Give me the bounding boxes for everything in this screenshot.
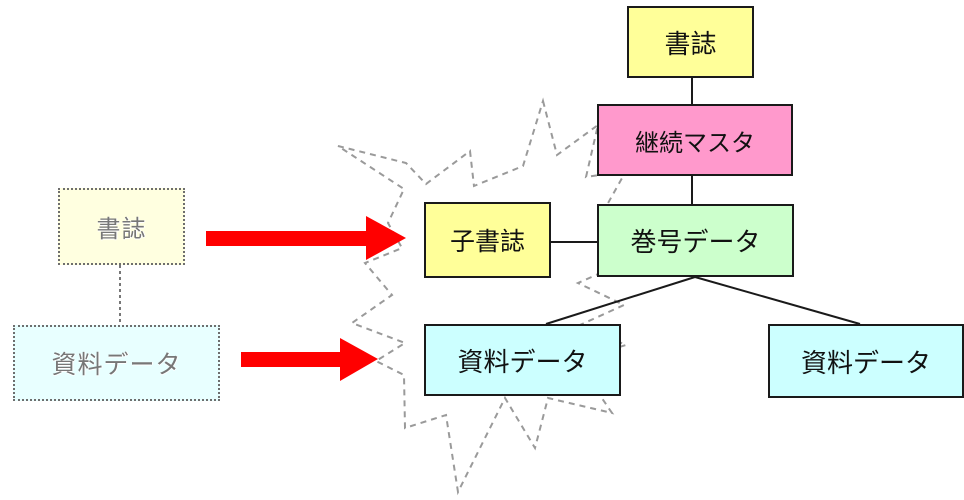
- connector-kango-shiryo-right: [694, 276, 861, 325]
- arrow-shaft: [206, 231, 374, 246]
- old-shiryo-data-node: 資料データ: [13, 325, 220, 401]
- connector-kango-shiryo-mid: [545, 276, 696, 325]
- arrow-shaft: [241, 352, 349, 367]
- burst-shape: [337, 97, 629, 496]
- arrow-shiryo-to-shiryo: [241, 338, 378, 381]
- arrow-head: [366, 216, 406, 260]
- arrow-shoshi-to-koshoshi: [206, 216, 406, 260]
- ko-shoshi-node: 子書誌: [424, 202, 551, 278]
- old-shoshi-node: 書誌: [58, 188, 185, 265]
- shiryo-data-node-right: 資料データ: [768, 324, 964, 398]
- shiryo-data-node-new: 資料データ: [424, 324, 621, 396]
- keizoku-master-node: 継続マスタ: [597, 104, 793, 176]
- kango-data-node: 巻号データ: [597, 204, 794, 277]
- shoshi-node: 書誌: [627, 6, 754, 78]
- arrow-head: [340, 338, 378, 381]
